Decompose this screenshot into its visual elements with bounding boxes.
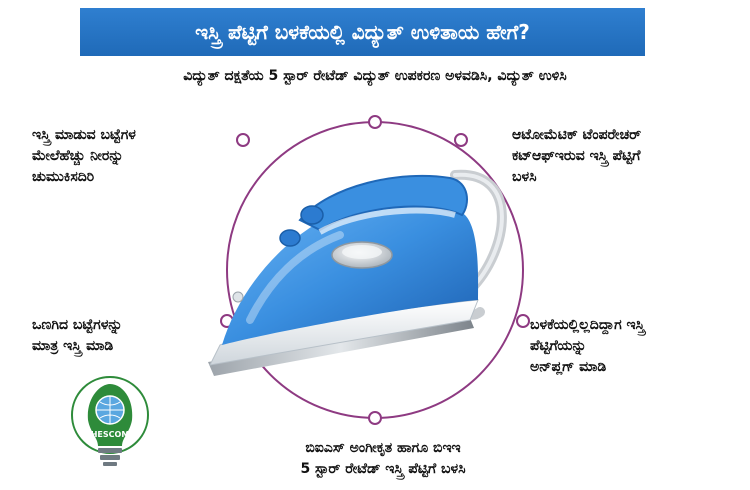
frame-dot-middle-right — [516, 314, 530, 328]
frame-dot-bottom — [368, 411, 382, 425]
page-title: ಇಸ್ತ್ರಿ ಪೆಟ್ಟಿಗೆ ಬಳಕೆಯಲ್ಲಿ ವಿದ್ಯುತ್ ಉಳಿತ… — [195, 20, 530, 44]
title-banner: ಇಸ್ತ್ರಿ ಪೆಟ್ಟಿಗೆ ಬಳಕೆಯಲ್ಲಿ ವಿದ್ಯುತ್ ಉಳಿತ… — [80, 8, 645, 56]
frame-dot-top-left — [236, 133, 250, 147]
tip-top-left: ಇಸ್ತ್ರಿ ಮಾಡುವ ಬಟ್ಟೆಗಳ ಮೇಲೆಹೆಚ್ಚು ನೀರನ್ನು… — [32, 127, 136, 185]
iron-icon — [208, 169, 507, 376]
tip-middle-right: ಬಳಕೆಯಲ್ಲಿಲ್ಲದಿದ್ದಾಗ ಇಸ್ತ್ರಿ ಪೆಟ್ಟಿಗೆಯನ್ನ… — [530, 317, 645, 375]
frame-dot-top — [368, 115, 382, 129]
frame-dot-top-right — [454, 133, 468, 147]
tip-top-right: ಆಟೋಮೆಟಿಕ್ ಟೆಂಪರೇಚರ್ ಕಟ್‌ಆಫ್‌ಇರುವ ಇಸ್ತ್ರಿ… — [512, 127, 642, 185]
tip-middle-left: ಒಣಗಿದ ಬಟ್ಟೆಗಳನ್ನು ಮಾತ್ರ ಇಸ್ತ್ರಿ ಮಾಡಿ — [32, 317, 123, 354]
hescom-logo: HESCOM — [71, 376, 149, 466]
logo-text: HESCOM — [91, 430, 130, 439]
tip-bottom: ಬಿಐಎಸ್ ಅಂಗೀಕೃತ ಹಾಗೂ ಬಿಇಇ 5 ಸ್ಟಾರ್ ರೇಟೆಡ್… — [300, 440, 466, 477]
page-subtitle: ವಿದ್ಯುತ್ ದಕ್ಷತೆಯ 5 ಸ್ಟಾರ್ ರೇಟೆಡ್ ವಿದ್ಯುತ… — [183, 68, 567, 84]
